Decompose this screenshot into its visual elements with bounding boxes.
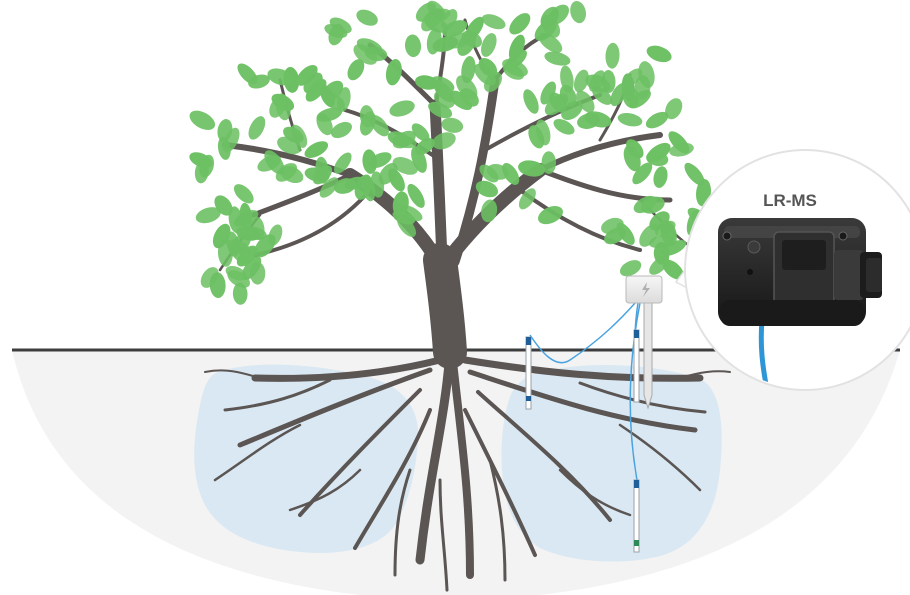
water-zone-left [194, 365, 418, 553]
leaf [478, 31, 500, 59]
leaf [186, 107, 218, 134]
leaf [480, 11, 508, 32]
probe-mid [634, 330, 639, 402]
probe-stake [644, 300, 652, 408]
leaf [520, 87, 542, 116]
leaf [651, 165, 669, 189]
leaf [616, 111, 643, 129]
leaf [404, 34, 422, 58]
leaf [245, 113, 269, 142]
leaf [354, 7, 381, 29]
leaf [568, 0, 588, 25]
leaf [644, 43, 673, 66]
leaf [505, 9, 534, 38]
leaf [440, 116, 465, 135]
device-label: LR-MS [763, 191, 817, 210]
leaf [231, 181, 258, 207]
leaf [605, 42, 620, 69]
leaf [387, 97, 416, 119]
leaf [328, 119, 354, 142]
